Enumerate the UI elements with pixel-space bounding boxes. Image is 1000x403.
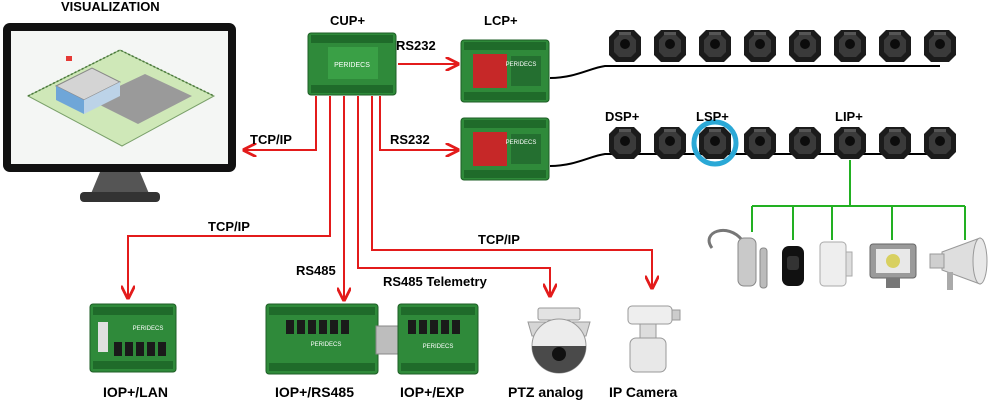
sensor-icon xyxy=(654,30,686,62)
iop-lan-board: PERIDECS xyxy=(89,303,177,373)
sensor-icon xyxy=(699,30,731,62)
lcp-board-bottom: PERIDECS xyxy=(460,117,550,181)
visualization-label: VISUALIZATION xyxy=(61,0,160,14)
iop-lan-label: IOP+/LAN xyxy=(103,384,168,400)
sensor-row-top xyxy=(609,30,956,62)
iop-rs485-brand: PERIDECS xyxy=(311,342,342,348)
tamper-sensor-icon xyxy=(707,229,768,289)
sensor-icon xyxy=(924,30,956,62)
sensor-icon xyxy=(789,127,821,159)
sensor-bus-lines xyxy=(549,65,940,167)
tcpip-camera-label: TCP/IP xyxy=(478,232,520,247)
lsp-highlight-ring xyxy=(691,119,739,167)
iop-rs485-label: IOP+/RS485 xyxy=(275,384,354,400)
rs485-label: RS485 xyxy=(296,263,336,278)
ip-camera-icon xyxy=(627,305,681,373)
tcpip-link-monitor xyxy=(244,96,317,150)
rs232-link-bottom xyxy=(379,96,458,150)
lcp-bottom-brand: PERIDECS xyxy=(506,140,537,146)
ip-camera-label: IP Camera xyxy=(609,384,678,400)
sensor-icon xyxy=(834,30,866,62)
iop-exp-label: IOP+/EXP xyxy=(400,384,465,400)
connection-lines xyxy=(128,64,652,300)
iop-exp-board: PERIDECS xyxy=(397,303,479,375)
sensor-icon xyxy=(609,30,641,62)
sensor-icon xyxy=(744,127,776,159)
lsp-sensor-icon xyxy=(699,127,731,159)
sensor-icon xyxy=(654,127,686,159)
sensor-icon xyxy=(879,127,911,159)
lip-sensor-icon xyxy=(834,127,866,159)
ribbon-cable xyxy=(375,325,401,355)
rs485-telemetry-label: RS485 Telemetry xyxy=(383,274,487,289)
floodlight-icon xyxy=(869,243,917,288)
rs232-bottom-label: RS232 xyxy=(390,132,430,147)
device-bus xyxy=(751,160,966,240)
sensor-icon xyxy=(789,30,821,62)
siren-horn-icon xyxy=(929,237,988,290)
dsp-sensor-icon xyxy=(609,127,641,159)
tcpip-link-iop-lan xyxy=(128,96,331,298)
iop-lan-brand: PERIDECS xyxy=(133,326,164,332)
cup-label: CUP+ xyxy=(330,13,366,28)
tcpip-link-camera xyxy=(371,96,652,288)
iop-rs485-board: PERIDECS xyxy=(265,303,379,375)
rs485-telemetry-link xyxy=(357,96,550,296)
sensor-icon xyxy=(744,30,776,62)
ptz-analog-label: PTZ analog xyxy=(508,384,584,400)
sensor-icon xyxy=(924,127,956,159)
pir-detector-icon xyxy=(782,246,804,286)
tcpip-lan-label: TCP/IP xyxy=(208,219,250,234)
lsp-label: LSP+ xyxy=(696,109,729,124)
lip-label: LIP+ xyxy=(835,109,863,124)
dsp-label: DSP+ xyxy=(605,109,640,124)
lcp-top-brand: PERIDECS xyxy=(506,62,537,68)
cup-board: PERIDECS xyxy=(307,32,397,96)
lcp-label: LCP+ xyxy=(484,13,518,28)
sensor-row-bottom xyxy=(609,119,956,167)
iop-exp-brand: PERIDECS xyxy=(423,344,454,350)
lcp-board-top: PERIDECS xyxy=(460,39,550,103)
ptz-camera-icon xyxy=(527,307,591,374)
rs232-top-label: RS232 xyxy=(396,38,436,53)
tcpip-monitor-label: TCP/IP xyxy=(250,132,292,147)
barrier-sensor-icon xyxy=(819,241,853,287)
monitor-visualization xyxy=(3,23,236,202)
sensor-icon xyxy=(879,30,911,62)
cup-board-brand: PERIDECS xyxy=(334,62,370,69)
